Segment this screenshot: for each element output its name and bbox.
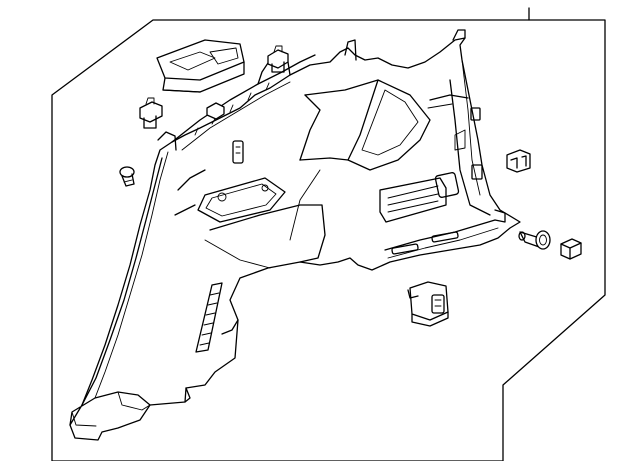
diagram-frame	[51, 7, 606, 461]
trim-panel	[69, 29, 521, 441]
clip-right-upper	[506, 149, 531, 173]
rivet-right	[518, 230, 551, 250]
cup-holder-recess	[197, 140, 286, 223]
clip-top	[267, 45, 289, 73]
clip-left-lower	[119, 166, 135, 187]
clip-panel-top	[206, 102, 225, 120]
cup-holder-insert	[156, 39, 245, 93]
power-outlet	[407, 281, 449, 327]
clip-left-upper	[139, 97, 163, 129]
side-strap	[195, 282, 223, 353]
vent-grille	[379, 172, 460, 223]
clip-right-far	[560, 238, 582, 260]
